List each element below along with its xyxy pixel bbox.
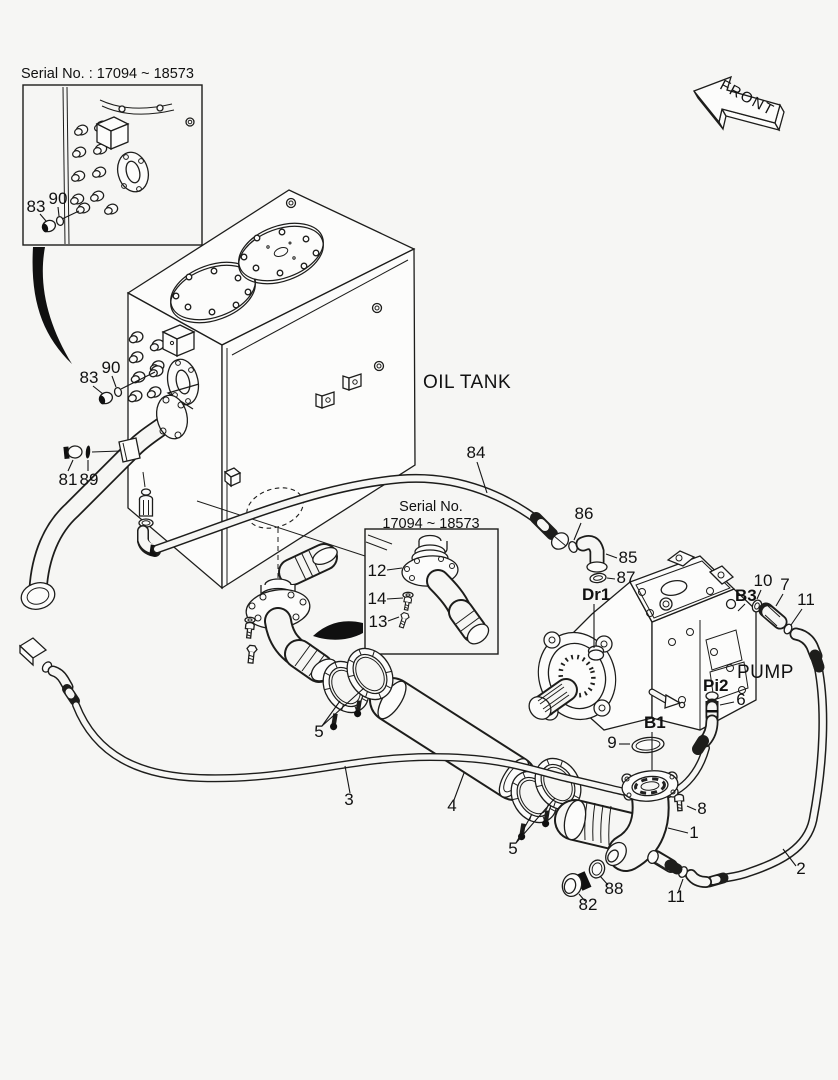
pump-label: PUMP (737, 662, 794, 683)
tank-elbow-assembly (243, 543, 338, 683)
callout-81: 81 (59, 470, 78, 489)
callout-5-left: 5 (314, 722, 323, 741)
callout-12: 12 (368, 561, 387, 580)
callout-8: 8 (697, 799, 706, 818)
tank-suction-pipe (20, 406, 186, 610)
port-label-pi2: Pi2 (703, 676, 729, 695)
port-label-b1: B1 (644, 713, 666, 732)
b3-fitting-chain (751, 599, 825, 673)
callout-90-inset: 90 (49, 189, 68, 208)
tank-clips (223, 302, 385, 488)
front-arrow: FRONT (692, 75, 785, 132)
callout-9: 9 (607, 733, 616, 752)
callout-90-tank: 90 (102, 358, 121, 377)
dr1-fitting-chain (530, 512, 608, 648)
callout-89: 89 (80, 470, 99, 489)
callout-82: 82 (579, 895, 598, 914)
callout-83-inset: 83 (27, 197, 46, 216)
hose-2-lower-fittings (649, 850, 729, 888)
inset-middle-drawing (365, 534, 490, 645)
callout-3: 3 (344, 790, 353, 809)
inset-pointer-swoosh-2 (313, 621, 363, 640)
tank-flange-upper (166, 358, 200, 410)
callout-1: 1 (689, 823, 698, 842)
port-label-b3: B3 (735, 586, 757, 605)
callout-5-right: 5 (508, 839, 517, 858)
inset-top-left-drawing (41, 86, 195, 244)
callout-labels: 83 90 81 89 OIL TANK 84 86 85 87 Dr1 B3 … (59, 358, 815, 914)
bolt-8 (673, 793, 686, 812)
oring-9 (631, 736, 665, 754)
oring-88 (588, 859, 606, 879)
callout-13: 13 (369, 612, 388, 631)
tube-4 (369, 677, 537, 801)
oil-tank-label: OIL TANK (423, 372, 511, 393)
inset-top-left: Serial No. : 17094 ~ 18573 83 90 (21, 66, 203, 364)
callout-14: 14 (368, 589, 387, 608)
callout-4: 4 (447, 796, 456, 815)
elbow-assembly-1 (554, 732, 686, 898)
inset1-serial-label: Serial No. : 17094 ~ 18573 (21, 66, 194, 82)
plug-81-washer-89 (63, 445, 121, 459)
callout-83-tank: 83 (80, 368, 99, 387)
callout-11-lower: 11 (667, 887, 685, 906)
inset-middle: Serial No. 17094 ~ 18573 12 14 13 (313, 499, 499, 655)
callout-11-upper: 11 (797, 590, 815, 609)
callout-6: 6 (736, 690, 745, 709)
pump (528, 550, 757, 731)
callout-84: 84 (467, 443, 486, 462)
hose-84 (152, 473, 550, 554)
tank-cover-plate-right (238, 222, 324, 285)
tank-fittings (126, 324, 196, 404)
port-label-dr1: Dr1 (582, 585, 610, 604)
hose-2 (720, 661, 828, 883)
callout-86: 86 (575, 504, 594, 523)
plug-82 (561, 871, 592, 898)
callout-85: 85 (619, 548, 638, 567)
inset2-serial-line2: 17094 ~ 18573 (382, 516, 479, 532)
oil-tank (126, 189, 421, 590)
callout-7: 7 (780, 575, 789, 594)
inset-pointer-swoosh (32, 247, 72, 364)
inset2-serial-line1: Serial No. (399, 499, 463, 515)
callout-88: 88 (605, 879, 624, 898)
suction-hose-fittings (18, 637, 80, 706)
callout-2: 2 (796, 859, 805, 878)
callout-10: 10 (754, 571, 773, 590)
pi2-fitting-chain (692, 698, 719, 755)
callout-87: 87 (617, 568, 636, 587)
tank-plug-83-90 (98, 371, 156, 405)
tank-flange-lower (155, 394, 189, 440)
